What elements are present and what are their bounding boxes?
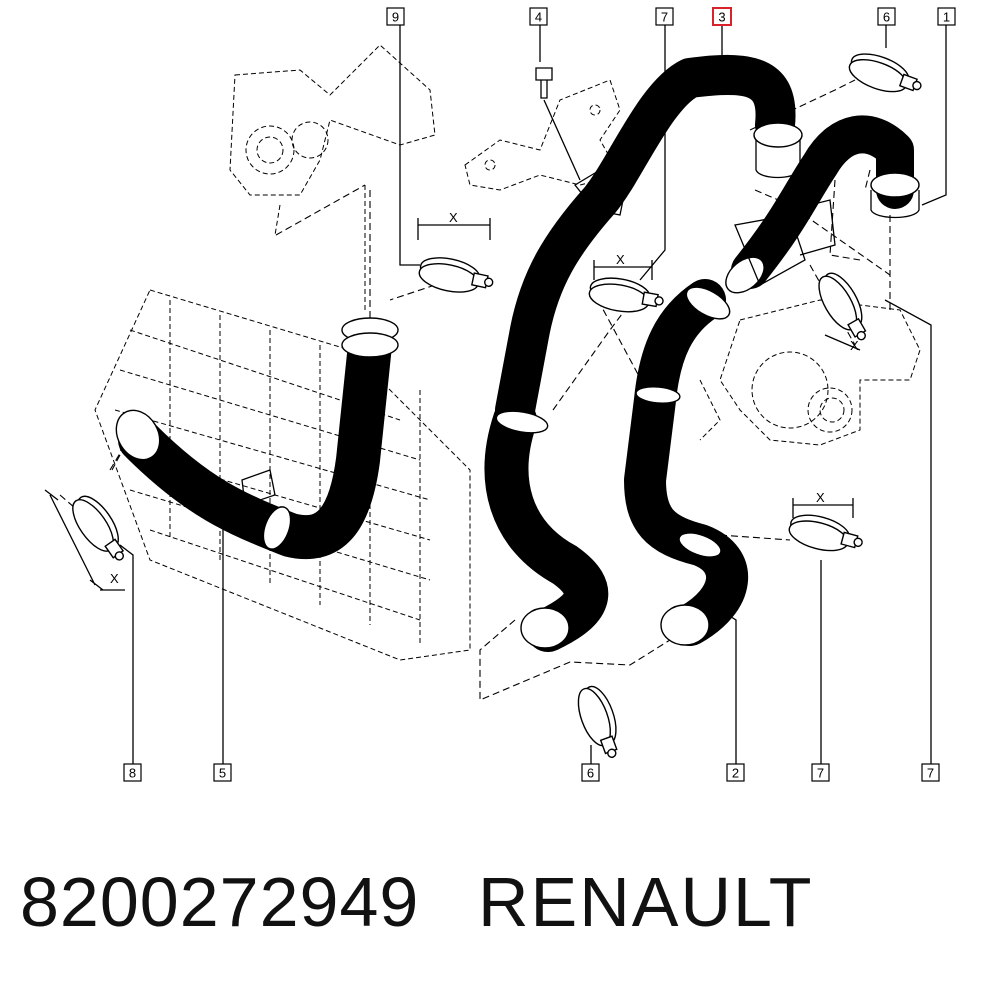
svg-text:9: 9 [392,10,399,25]
clamp-7-left [586,273,667,320]
svg-text:X: X [850,338,859,353]
bolt-4 [535,67,581,181]
hose-1 [725,115,920,294]
callout-6-top: 6 [877,7,896,26]
brand-name: RENAULT [478,863,814,941]
hose-2 [624,279,748,646]
callout-5: 5 [213,763,232,782]
svg-text:6: 6 [587,766,594,781]
bracket-ghost [464,79,621,191]
svg-text:4: 4 [535,10,542,25]
part-number: 8200272949 [20,863,420,941]
callout-2: 2 [726,763,745,782]
svg-text:7: 7 [927,766,934,781]
turbocharger-ghost [699,299,921,446]
hose-3 [484,54,803,652]
leader-lines [119,25,947,764]
callout-3-highlighted: 3 [712,7,732,26]
callout-7-bottom-middle: 7 [811,763,830,782]
svg-text:7: 7 [661,10,668,25]
dimension-x-clamp-8: X [44,489,125,591]
connection-lines [59,79,891,701]
dimension-x-clamp-9: X [417,210,491,240]
hose-5 [115,317,399,560]
svg-text:2: 2 [732,766,739,781]
callout-7-top: 7 [655,7,674,26]
svg-text:6: 6 [883,10,890,25]
callout-7-bottom-right: 7 [921,763,940,782]
clamp-6-top [844,46,927,104]
svg-text:7: 7 [817,766,824,781]
svg-text:X: X [110,571,119,586]
svg-text:X: X [449,210,458,225]
throttle-body-ghost [229,44,436,310]
clamp-6-bottom [571,681,628,764]
callout-6-bottom: 6 [581,763,600,782]
clamp-7-turbo [810,266,877,349]
dimension-x-clamp-7-right: X [792,490,854,518]
clamp-7-right [785,508,867,561]
callout-8: 8 [123,763,142,782]
dimension-x-clamp-7: X [593,252,653,280]
clamp-9 [416,252,497,301]
svg-text:1: 1 [943,10,950,25]
svg-text:X: X [816,490,825,505]
callout-9: 9 [386,7,405,26]
dimension-x-clamp-7-turbo: X [824,334,861,353]
callout-1: 1 [937,7,956,26]
clamp-8 [64,489,135,570]
hose-assembly-diagram: X X X X X 9 4 7 [44,7,956,782]
callout-4: 4 [529,7,548,26]
svg-text:X: X [616,252,625,267]
svg-text:8: 8 [129,766,136,781]
svg-text:3: 3 [718,10,725,25]
svg-text:5: 5 [219,766,226,781]
